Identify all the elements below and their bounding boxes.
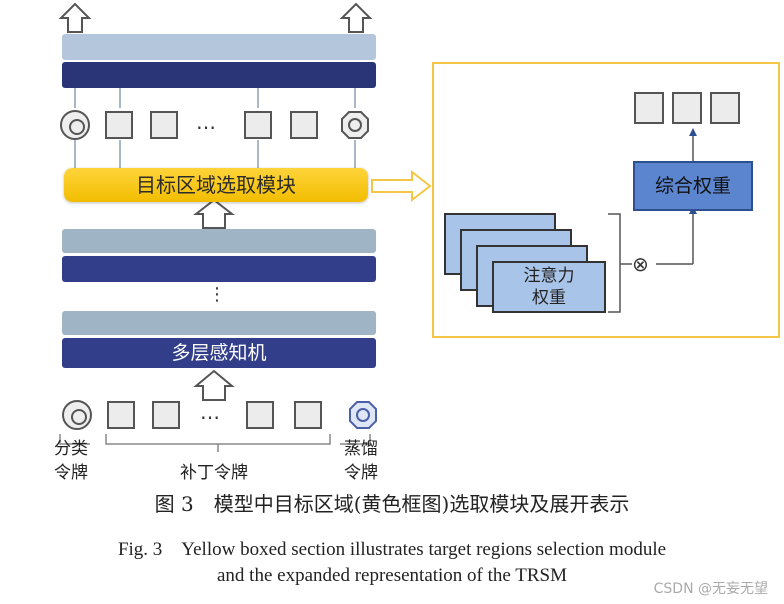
attention-weight-card: 注意力 权重	[492, 261, 606, 313]
distill-token-label-2: 令牌	[344, 463, 378, 483]
distill-token-label: 蒸馏	[344, 439, 378, 459]
multiply-icon: ⊗	[632, 252, 649, 276]
patch-token-label: 补丁令牌	[180, 463, 248, 483]
layer-light	[62, 229, 376, 253]
output-arrow-right	[339, 2, 373, 33]
target-region-module: 目标区域选取模块	[64, 168, 368, 202]
patch-token	[290, 111, 318, 139]
layer-dark	[62, 256, 376, 282]
arrow-to-trsm	[193, 198, 235, 229]
cls-token-icon	[60, 110, 90, 140]
watermark: CSDN @无妄无望	[653, 581, 768, 597]
thin-arrows-upper	[74, 88, 356, 108]
output-arrow-left	[58, 2, 92, 33]
cls-token-icon	[62, 400, 92, 430]
mlp-layer: 多层感知机	[62, 338, 376, 368]
ellipsis: …	[200, 400, 220, 424]
vertical-ellipsis: ⋮	[208, 284, 226, 305]
panel-connectors	[608, 133, 694, 313]
caption-cn: 图 3 模型中目标区域(黄色框图)选取模块及展开表示	[154, 492, 630, 516]
layer-light	[62, 311, 376, 335]
expand-arrow	[371, 169, 432, 203]
output-layer-dark	[62, 62, 376, 88]
patch-token	[244, 111, 272, 139]
patch-token	[294, 401, 322, 429]
distill-token-icon	[348, 400, 378, 430]
output-token	[634, 92, 664, 124]
patch-token	[246, 401, 274, 429]
distill-token-icon	[340, 110, 370, 140]
caption-en-line1: Fig. 3 Yellow boxed section illustrates …	[117, 539, 667, 560]
trsm-expanded-panel	[432, 62, 780, 338]
output-layer-light	[62, 34, 376, 60]
patch-token	[107, 401, 135, 429]
patch-token	[105, 111, 133, 139]
attention-label-2: 权重	[532, 288, 566, 308]
thin-arrows-lower	[74, 140, 356, 168]
token-brackets	[59, 434, 371, 452]
patch-token	[152, 401, 180, 429]
arrow-to-mlp	[193, 369, 235, 401]
output-token	[672, 92, 702, 124]
caption-en-line2: and the expanded representation of the T…	[217, 565, 567, 586]
cls-token-label-2: 令牌	[54, 463, 88, 483]
combined-weight-box: 综合权重	[633, 161, 753, 211]
output-token	[710, 92, 740, 124]
cls-token-label: 分类	[54, 439, 88, 459]
ellipsis: …	[196, 110, 216, 134]
attention-label: 注意力	[523, 266, 575, 286]
patch-token	[150, 111, 178, 139]
